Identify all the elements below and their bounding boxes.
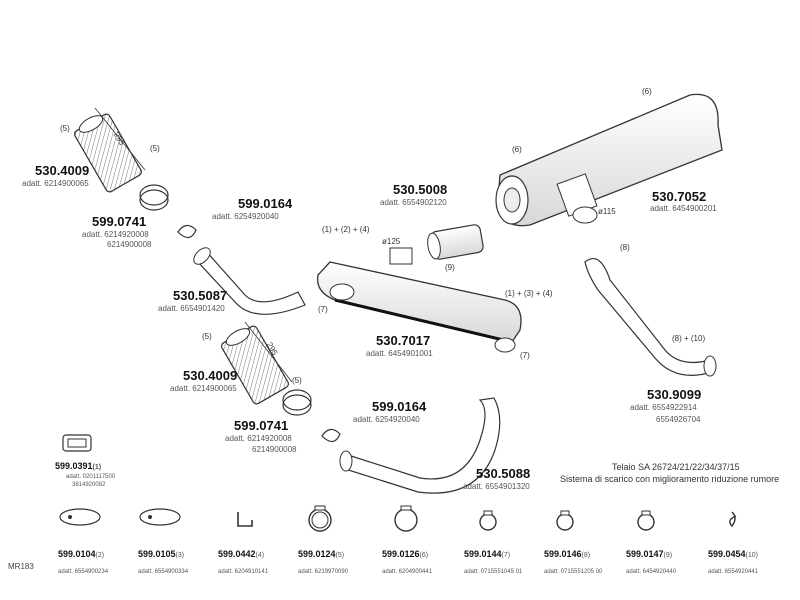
adatt-530-5087: adatt. 6554901420	[158, 304, 225, 313]
adatt-599-0741-top-1: adatt. 6214920008	[82, 230, 149, 239]
ring-clamp-icon-1	[308, 505, 332, 532]
code-530-4009-top: 530.4009	[35, 163, 90, 178]
clamp-top	[139, 184, 169, 211]
adatt-530-4009-top: adatt. 6214900065	[22, 179, 89, 188]
spring-clip-icon	[729, 511, 737, 528]
adatt-530-5088: adatt. 6554901320	[463, 482, 530, 491]
label-dia115: ø115	[598, 207, 616, 216]
label-n8: (8)	[620, 243, 630, 252]
adatt-599-0391-2: 3814920082	[72, 482, 106, 488]
label-n9: (9)	[445, 263, 455, 272]
bottom-part-1: 599.0104(2) adatt. 6554900234	[58, 549, 109, 576]
label-n7-b: (7)	[520, 351, 530, 360]
ring-clamp-icon-2	[394, 505, 418, 532]
bottom-part-8: 599.0147(9) adatt. 6454920440	[626, 549, 677, 576]
adatt-530-9099-1: adatt. 6554922914	[630, 403, 697, 412]
note-telaio: Telaio SA 26724/21/22/34/37/15	[612, 462, 740, 472]
bottom-part-3: 599.0442(4) adatt. 6204910141	[218, 549, 269, 576]
adatt-530-9099-2: 6554926704	[656, 415, 701, 424]
code-530-7052: 530.7052	[652, 189, 707, 204]
code-530-9099: 530.9099	[647, 387, 702, 402]
bottom-part-4: 599.0124(5) adatt. 6219970090	[298, 549, 349, 576]
bracket-icon	[62, 434, 92, 452]
code-530-5008: 530.5008	[393, 182, 448, 197]
hose-clamp-icon-2	[556, 510, 574, 531]
pipe-bottom	[339, 397, 501, 494]
muffler-big	[495, 93, 723, 227]
adatt-530-7017: adatt. 6454901001	[366, 349, 433, 358]
clamp-ring-icon-2	[139, 508, 181, 526]
adatt-599-0741-bottom-1: adatt. 6214920008	[225, 434, 292, 443]
tail-pipe	[584, 258, 717, 377]
code-599-0391: 599.0391(1)	[55, 461, 102, 472]
code-599-0741-bottom: 599.0741	[234, 418, 289, 433]
clip-top	[177, 224, 197, 239]
label-combo-right: (1) + (3) + (4)	[505, 289, 553, 298]
label-n6b: (6)	[512, 145, 522, 154]
bracket-small-icon	[237, 512, 253, 527]
label-n5-c: (5)	[202, 332, 212, 341]
adatt-530-7052: adatt. 6454900201	[650, 204, 717, 213]
adatt-599-0164-top: adatt. 6254920040	[212, 212, 279, 221]
clamp-ring-icon-1	[59, 508, 101, 526]
code-599-0164-bottom: 599.0164	[372, 399, 427, 414]
adatt-599-0391-1: adatt. 0201117500	[66, 474, 116, 480]
code-530-7017: 530.7017	[376, 333, 431, 348]
code-599-0164-top: 599.0164	[238, 196, 293, 211]
label-n5-b: (5)	[150, 144, 160, 153]
label-combo-top: (1) + (2) + (4)	[322, 225, 370, 234]
clip-bottom	[321, 428, 341, 443]
code-530-5088: 530.5088	[476, 466, 531, 481]
footer-code: MR183	[8, 562, 34, 571]
label-n8-10: (8) + (10)	[672, 334, 706, 343]
adatt-530-4009-bottom: adatt. 6214900065	[170, 384, 237, 393]
bottom-part-6: 599.0144(7) adatt. 0715551045 01	[464, 549, 523, 576]
label-dia125: ø125	[382, 237, 401, 246]
code-530-5087: 530.5087	[173, 288, 228, 303]
bottom-part-5: 599.0126(6) adatt. 6204900441	[382, 549, 433, 576]
label-n5-d: (5)	[292, 376, 302, 385]
note-sistema: Sistema di scarico con miglioramento rid…	[560, 474, 780, 484]
bent-pipe-top	[193, 247, 306, 315]
label-n7-a: (7)	[318, 305, 328, 314]
adatt-599-0741-top-2: 6214900008	[107, 240, 152, 249]
adatt-530-5008: adatt. 6554902120	[380, 198, 447, 207]
label-n6: (6)	[642, 87, 652, 96]
code-599-0741-top: 599.0741	[92, 214, 147, 229]
hose-clamp-icon-1	[479, 510, 497, 531]
adatt-599-0164-bottom: adatt. 6254920040	[353, 415, 420, 424]
bottom-part-7: 599.0146(8) adatt. 0715551205 00	[544, 549, 603, 576]
adatt-599-0741-bottom-2: 6214900008	[252, 445, 297, 454]
bottom-part-9: 599.0454(10) adatt. 6554920441	[708, 549, 759, 576]
flex-pipe-top	[74, 107, 146, 193]
bottom-part-2: 599.0105(3) adatt. 6554900334	[138, 549, 189, 576]
hose-clamp-icon-3	[637, 510, 655, 531]
code-530-4009-bottom: 530.4009	[183, 368, 238, 383]
flex-pipe-bottom	[221, 321, 293, 405]
muffler-mid	[316, 247, 522, 353]
label-n5-a: (5)	[60, 124, 70, 133]
clamp-bottom	[282, 389, 312, 416]
sleeve	[427, 224, 484, 260]
